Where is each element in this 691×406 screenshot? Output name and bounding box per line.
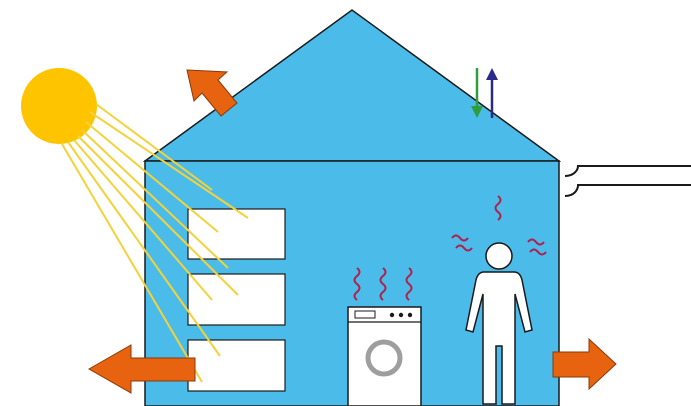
ventilation-out-arrow-head <box>486 68 498 80</box>
right-wall-heat-loss-arrow <box>553 339 616 389</box>
window-icon <box>188 340 285 391</box>
pipe-upper <box>565 166 691 176</box>
washing-machine-knob <box>399 313 403 317</box>
pipe-lower <box>565 185 691 196</box>
washing-machine-knob <box>408 313 412 317</box>
person-head <box>486 243 512 269</box>
washing-machine-icon <box>348 307 421 406</box>
roof-heat-loss-arrow <box>187 70 237 116</box>
pipe-icon <box>565 166 691 196</box>
heat-loss-arrow-icon <box>553 339 616 389</box>
windows <box>188 209 285 391</box>
window-icon <box>188 209 285 259</box>
washing-machine-knob <box>390 313 394 317</box>
window-icon <box>188 274 285 325</box>
heat-loss-arrow-icon <box>187 70 237 116</box>
